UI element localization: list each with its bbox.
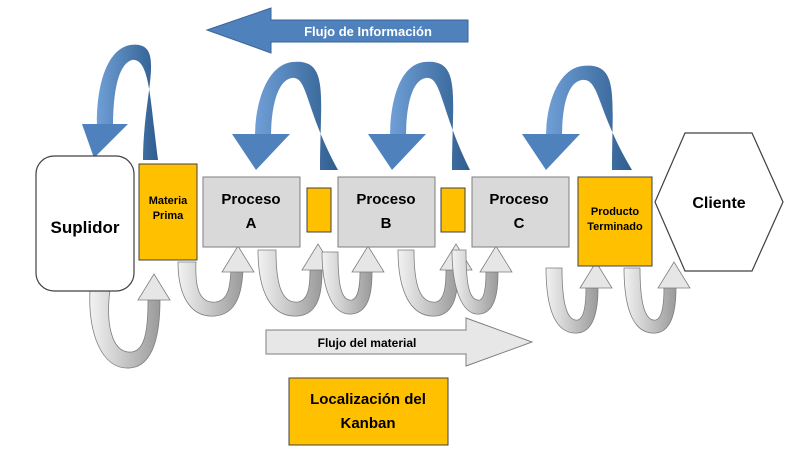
kanban-ab — [306, 187, 332, 233]
customer-label: Cliente — [692, 195, 745, 212]
material-flow-label: Flujo del material — [318, 336, 417, 350]
info-loop-arrow-4 — [522, 65, 632, 170]
process-a-label-1: Proceso — [221, 191, 280, 208]
customer-node: Cliente — [654, 132, 784, 272]
raw-material-label-1: Materia — [149, 195, 188, 207]
process-c-label-2: C — [514, 215, 525, 232]
process-b-label-1: Proceso — [356, 191, 415, 208]
material-loop-arrow-2 — [177, 245, 255, 317]
raw-material-label-2: Prima — [153, 210, 184, 222]
finished-product-label-1: Producto — [591, 206, 640, 218]
process-b-label-2: B — [381, 215, 392, 232]
finished-product-kanban: Producto Terminado — [577, 176, 653, 267]
material-loop-arrow-7 — [545, 261, 613, 334]
material-loop-arrow-6 — [451, 245, 513, 315]
material-flow-arrow: Flujo del material — [265, 317, 534, 367]
process-a-label-2: A — [246, 215, 257, 232]
kanban-legend-line-2: Kanban — [340, 415, 395, 432]
supplier-node: Suplidor — [35, 155, 135, 292]
process-c-label-1: Proceso — [489, 191, 548, 208]
info-flow-arrow: Flujo de Información — [205, 7, 469, 54]
kanban-legend-line-1: Localización del — [310, 391, 426, 408]
material-loop-arrow-8 — [623, 261, 691, 334]
supplier-label: Suplidor — [51, 218, 120, 237]
raw-material-kanban: Materia Prima — [138, 163, 198, 261]
material-loop-arrow-1 — [89, 273, 171, 369]
kanban-bc — [440, 187, 466, 233]
info-loop-arrow-1 — [82, 44, 158, 160]
kanban-legend: Localización del Kanban — [288, 377, 449, 446]
info-loop-arrow-2 — [232, 61, 338, 170]
finished-product-label-2: Terminado — [587, 221, 643, 233]
process-c-node: Proceso C — [471, 176, 570, 248]
process-b-node: Proceso B — [337, 176, 436, 248]
material-loop-arrow-4 — [321, 245, 385, 315]
info-flow-label: Flujo de Información — [304, 24, 432, 39]
info-loop-arrow-3 — [368, 61, 470, 170]
process-a-node: Proceso A — [202, 176, 301, 248]
